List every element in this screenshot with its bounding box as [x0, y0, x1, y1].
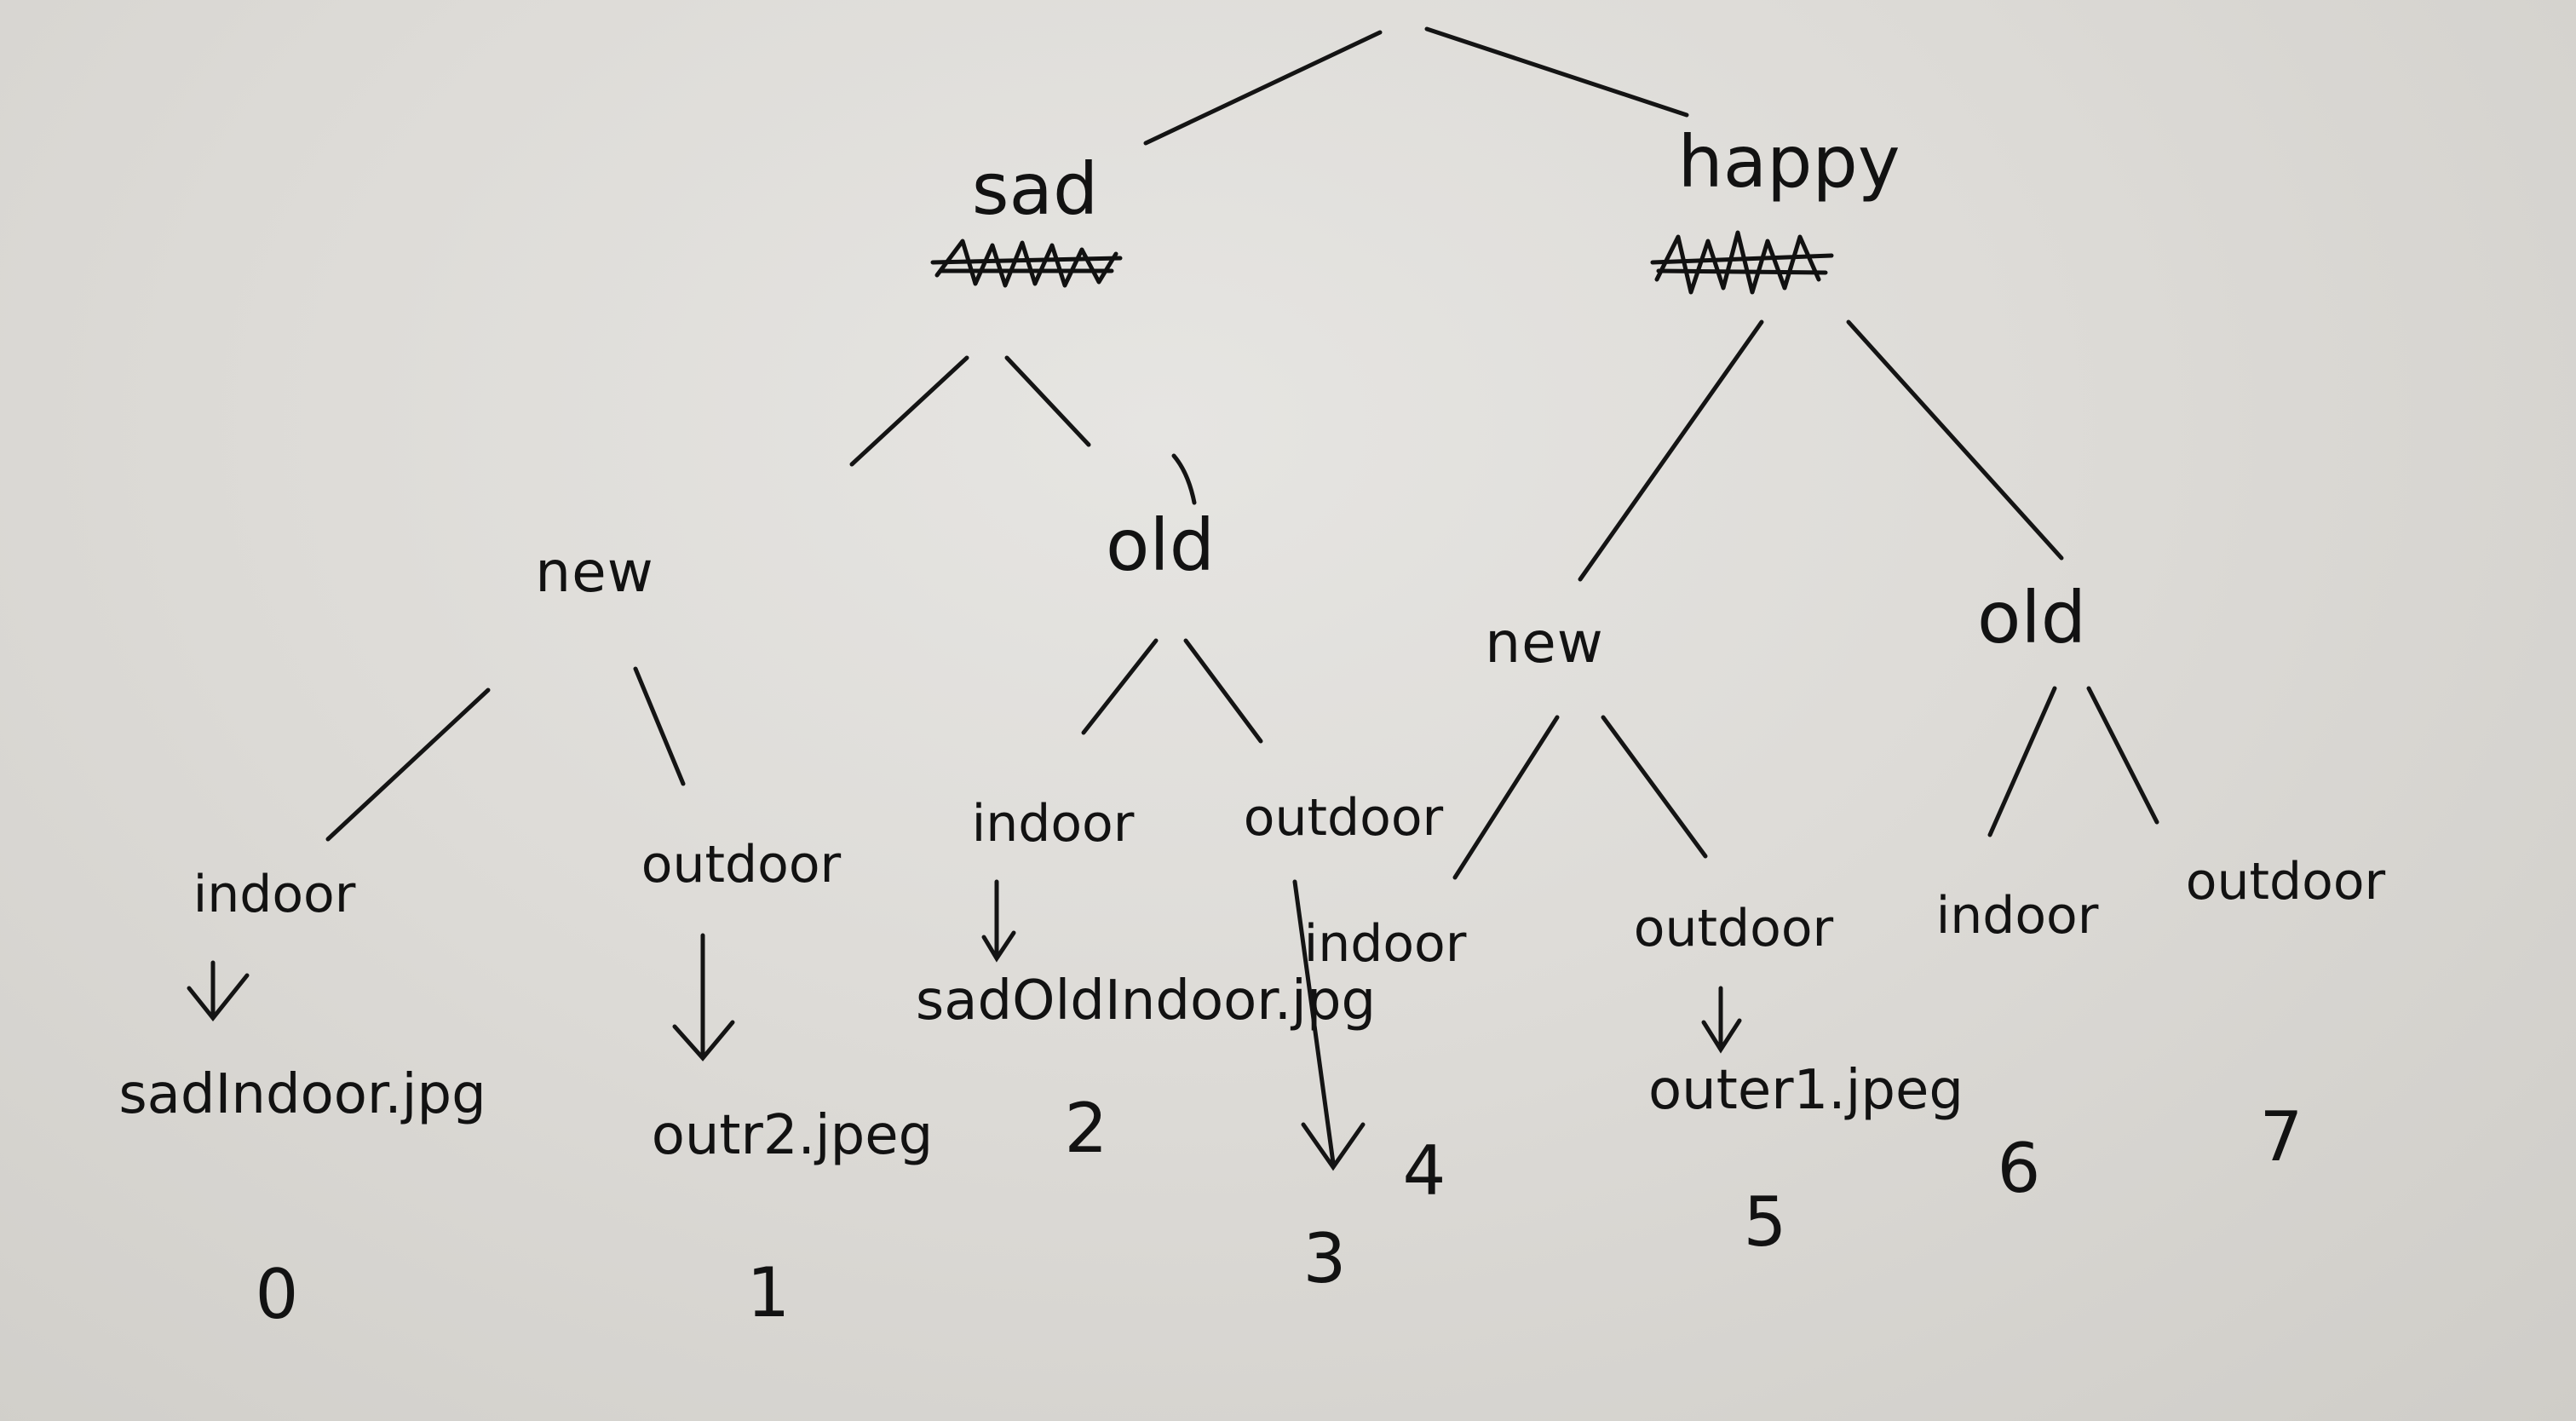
- leaf-indoor: indoor: [971, 794, 1135, 854]
- edge-happynew-outdoor: [1601, 715, 1708, 859]
- file-label: outer1.jpeg: [1648, 1059, 1964, 1122]
- node-happy-old: old: [1976, 576, 2087, 659]
- edge-sad-old: [1004, 355, 1091, 447]
- arrow-to-index-3: [1292, 879, 1366, 1171]
- leaf-outdoor: outdoor: [1243, 788, 1444, 848]
- leaf-outdoor: outdoor: [1633, 899, 1834, 958]
- index-number: 3: [1302, 1219, 1347, 1298]
- index-number: 5: [1743, 1182, 1787, 1262]
- edge-sadnew-outdoor: [633, 666, 686, 786]
- node-happy: happy: [1677, 120, 1900, 204]
- crossed-out-scribble: [1650, 230, 1834, 295]
- index-number: 2: [1064, 1089, 1108, 1168]
- node-sad-new: new: [535, 539, 654, 605]
- edge-root-sad: [1143, 30, 1383, 146]
- index-number: 4: [1402, 1131, 1446, 1211]
- arrow-to-sadIndoor: [187, 960, 250, 1022]
- index-number: 1: [746, 1253, 791, 1332]
- file-label: outr2.jpeg: [651, 1104, 934, 1167]
- node-sad: sad: [971, 147, 1099, 231]
- edge-happyold-outdoor: [2086, 686, 2159, 825]
- edge-happyold-indoor: [1987, 686, 2057, 837]
- leaf-indoor: indoor: [1303, 914, 1467, 974]
- index-number: 7: [2259, 1097, 2303, 1176]
- edge-sadnew-indoor: [325, 687, 491, 842]
- edge-sad-new: [849, 355, 969, 467]
- edge-sadold-outdoor: [1183, 638, 1263, 744]
- leaf-indoor: indoor: [1935, 886, 2099, 946]
- edge-sadold-indoor: [1081, 638, 1159, 735]
- leaf-outdoor: outdoor: [641, 835, 842, 895]
- crossed-out-scribble: [930, 239, 1123, 288]
- index-number: 0: [255, 1255, 299, 1334]
- file-label: sadOldIndoor.jpg: [915, 969, 1377, 1033]
- node-sad-old: old: [1105, 503, 1216, 587]
- edge-happynew-indoor: [1452, 715, 1560, 880]
- leaf-indoor: indoor: [193, 865, 356, 924]
- arrow-to-outer1: [1701, 986, 1742, 1054]
- arrow-to-outr2: [672, 933, 735, 1061]
- arrow-to-sadOldIndoor: [981, 879, 1016, 963]
- edge-sad-old-curve: [1171, 453, 1197, 505]
- file-label: sadIndoor.jpg: [118, 1063, 486, 1126]
- edge-root-happy: [1424, 26, 1689, 118]
- edge-happy-old: [1846, 319, 2064, 561]
- leaf-outdoor: outdoor: [2185, 852, 2386, 912]
- index-number: 6: [1997, 1129, 2041, 1208]
- node-happy-new: new: [1485, 610, 1604, 676]
- edge-happy-new: [1578, 319, 1764, 582]
